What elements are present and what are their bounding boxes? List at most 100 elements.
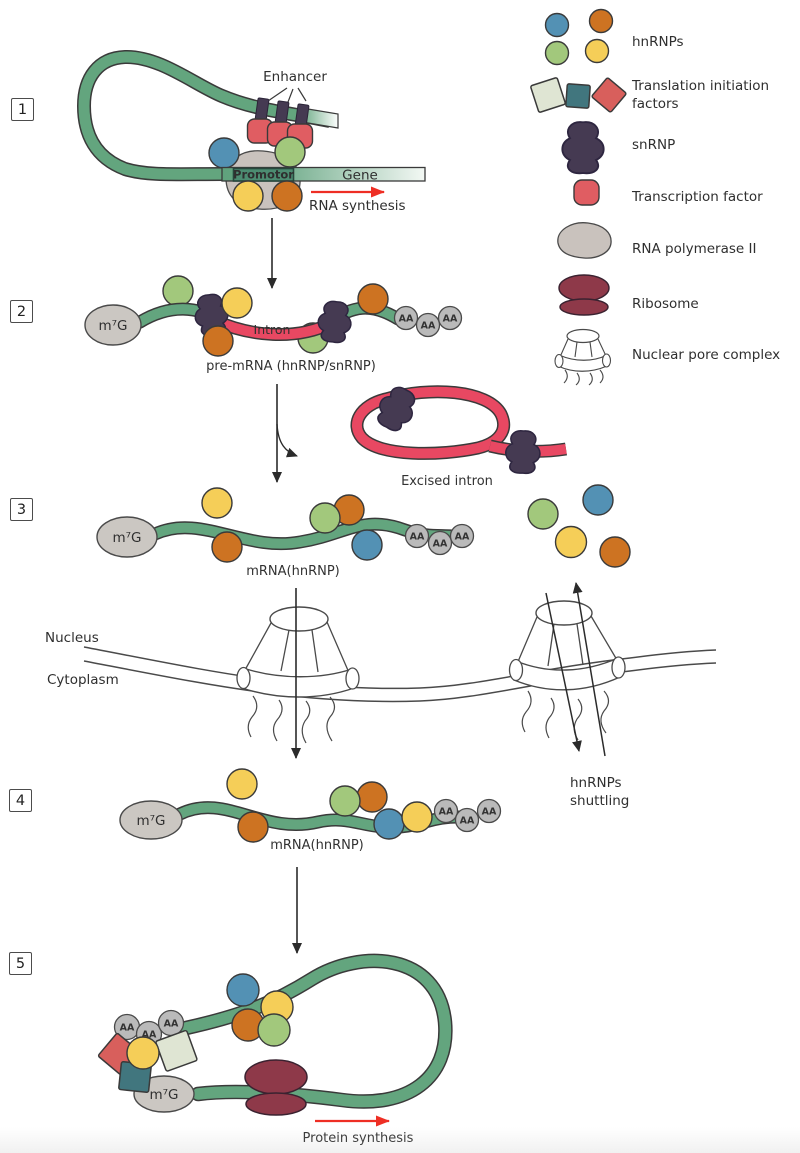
aa-label: AA [142, 1030, 157, 1041]
step-number-3: 3 [10, 498, 33, 521]
legend-snrnp [561, 121, 605, 175]
legend-transcription-factor [573, 179, 600, 206]
legend-factor-teal [565, 83, 591, 109]
hnrnp-yellow [201, 487, 233, 519]
hnrnp-yellow [221, 287, 253, 319]
pore-basket-struts [244, 621, 351, 676]
hnrnp-yellow [554, 525, 588, 559]
hnrnps-shuttling-label: hnRNPs shuttling [570, 775, 630, 810]
mrna-loop-fill [180, 955, 452, 1108]
legend-factor-pale [530, 77, 566, 113]
arrow-branch-to-intron [276, 423, 298, 458]
hnrnp-orange [271, 180, 303, 212]
legend-label-translation-factors: Translation initiation factors [632, 78, 770, 113]
snrnp [315, 299, 354, 345]
legend-label-snrnp: snRNP [632, 137, 676, 153]
intron-label: Intron [254, 322, 291, 337]
legend-label-rna-polymerase: RNA polymerase II [632, 241, 757, 257]
hnrnp-blue [226, 973, 260, 1007]
excised-intron-caption: Excised intron [401, 474, 493, 489]
excised-intron: Excised intron [350, 381, 567, 489]
nuclear-pore-left [236, 606, 360, 744]
pore-channel [513, 656, 621, 691]
hnrnp-orange [202, 325, 234, 357]
aa-label: AA [120, 1023, 135, 1034]
aa-circle [449, 523, 475, 549]
legend-hnrnp-blue [544, 12, 570, 38]
step-number-1: 1 [11, 98, 34, 121]
m7g-label: m⁷G [98, 318, 127, 334]
step3-caption: mRNA(hnRNP) [246, 564, 340, 579]
aa-label: AA [439, 807, 454, 818]
enhancer-pointer-lines [267, 87, 307, 103]
free-hnrnps [527, 484, 631, 568]
aa-label: AA [460, 816, 475, 827]
hnrnp-orange [356, 781, 388, 813]
pore-channel [557, 354, 609, 372]
hnrnp-yellow [232, 180, 264, 212]
poly-a-tail: AA AA AA [393, 305, 463, 338]
legend-ribosome-large [558, 274, 610, 302]
aa-label: AA [421, 321, 436, 332]
aa-label: AA [455, 532, 470, 543]
aa-circle [393, 305, 419, 331]
hnrnp-green [274, 136, 306, 168]
hnrnp-orange [211, 531, 243, 563]
pore-channel-cap [236, 666, 251, 690]
m7g-cap [119, 800, 183, 840]
step-number-4: 4 [9, 789, 32, 812]
hnrnp-blue [373, 808, 405, 840]
step5-translation: AA AA AA m⁷G Protein synthesis [97, 953, 453, 1146]
pore-channel-cap [508, 658, 524, 682]
hnrnp-orange [357, 283, 389, 315]
hnrnp-green [527, 498, 559, 530]
pore-channel-cap [611, 656, 626, 679]
pore-basket-ring [566, 328, 600, 344]
step-number-2: 2 [10, 300, 33, 323]
hnrnp-green [309, 502, 341, 534]
aa-circle [404, 523, 430, 549]
step-number-5: 5 [9, 952, 32, 975]
m7g-label: m⁷G [136, 813, 165, 829]
step2-pre-mrna: m⁷G Intron AA AA AA pre-mRNA (hnRNP/snRN… [84, 275, 463, 483]
hnrnp-green [257, 1013, 291, 1047]
step4-caption: mRNA(hnRNP) [270, 838, 364, 853]
cytoplasm-label: Cytoplasm [47, 672, 119, 688]
nucleus-label: Nucleus [45, 630, 99, 646]
legend-icons [530, 8, 627, 386]
legend-nuclear-pore [554, 328, 612, 386]
arrow-shuttle-down [545, 592, 582, 752]
legend-hnrnp-yellow [584, 38, 610, 64]
legend-label-transcription-factor: Transcription factor [632, 189, 763, 205]
pore-filaments [563, 369, 604, 386]
legend-label-ribosome: Ribosome [632, 296, 699, 312]
aa-circle [433, 798, 459, 824]
membrane-line-top [83, 646, 717, 690]
aa-label: AA [399, 314, 414, 325]
step1-transcription: Promotor Gene Enhancer RNA synthesis [76, 49, 426, 289]
aa-circle [415, 312, 441, 338]
hnrnp-green [162, 275, 194, 307]
pore-basket-ring [535, 600, 593, 626]
bottom-fade [0, 1127, 800, 1153]
legend-hnrnp-orange [588, 8, 614, 34]
promotor-label: Promotor [233, 168, 294, 182]
pore-basket-ring [269, 606, 329, 632]
pore-channel-cap [345, 667, 360, 690]
legend-label-nuclear-pore: Nuclear pore complex [632, 347, 781, 363]
hnrnp-yellow [126, 1036, 160, 1070]
legend-factor-red [591, 77, 627, 113]
step2-caption: pre-mRNA (hnRNP/snRNP) [206, 359, 376, 374]
pore-channel [241, 667, 355, 698]
m7g-cap [96, 516, 158, 558]
translation-factor-pale [155, 1029, 198, 1072]
aa-circle [454, 807, 480, 833]
hnrnp-green [329, 785, 361, 817]
dna-loop-fill [78, 51, 332, 180]
rna-synthesis-label: RNA synthesis [309, 198, 406, 214]
enhancer-label: Enhancer [263, 69, 327, 85]
pore-channel-cap [554, 353, 564, 369]
pore-basket-struts [516, 615, 618, 667]
pore-filaments [247, 695, 336, 744]
hnrnp-blue [351, 529, 383, 561]
